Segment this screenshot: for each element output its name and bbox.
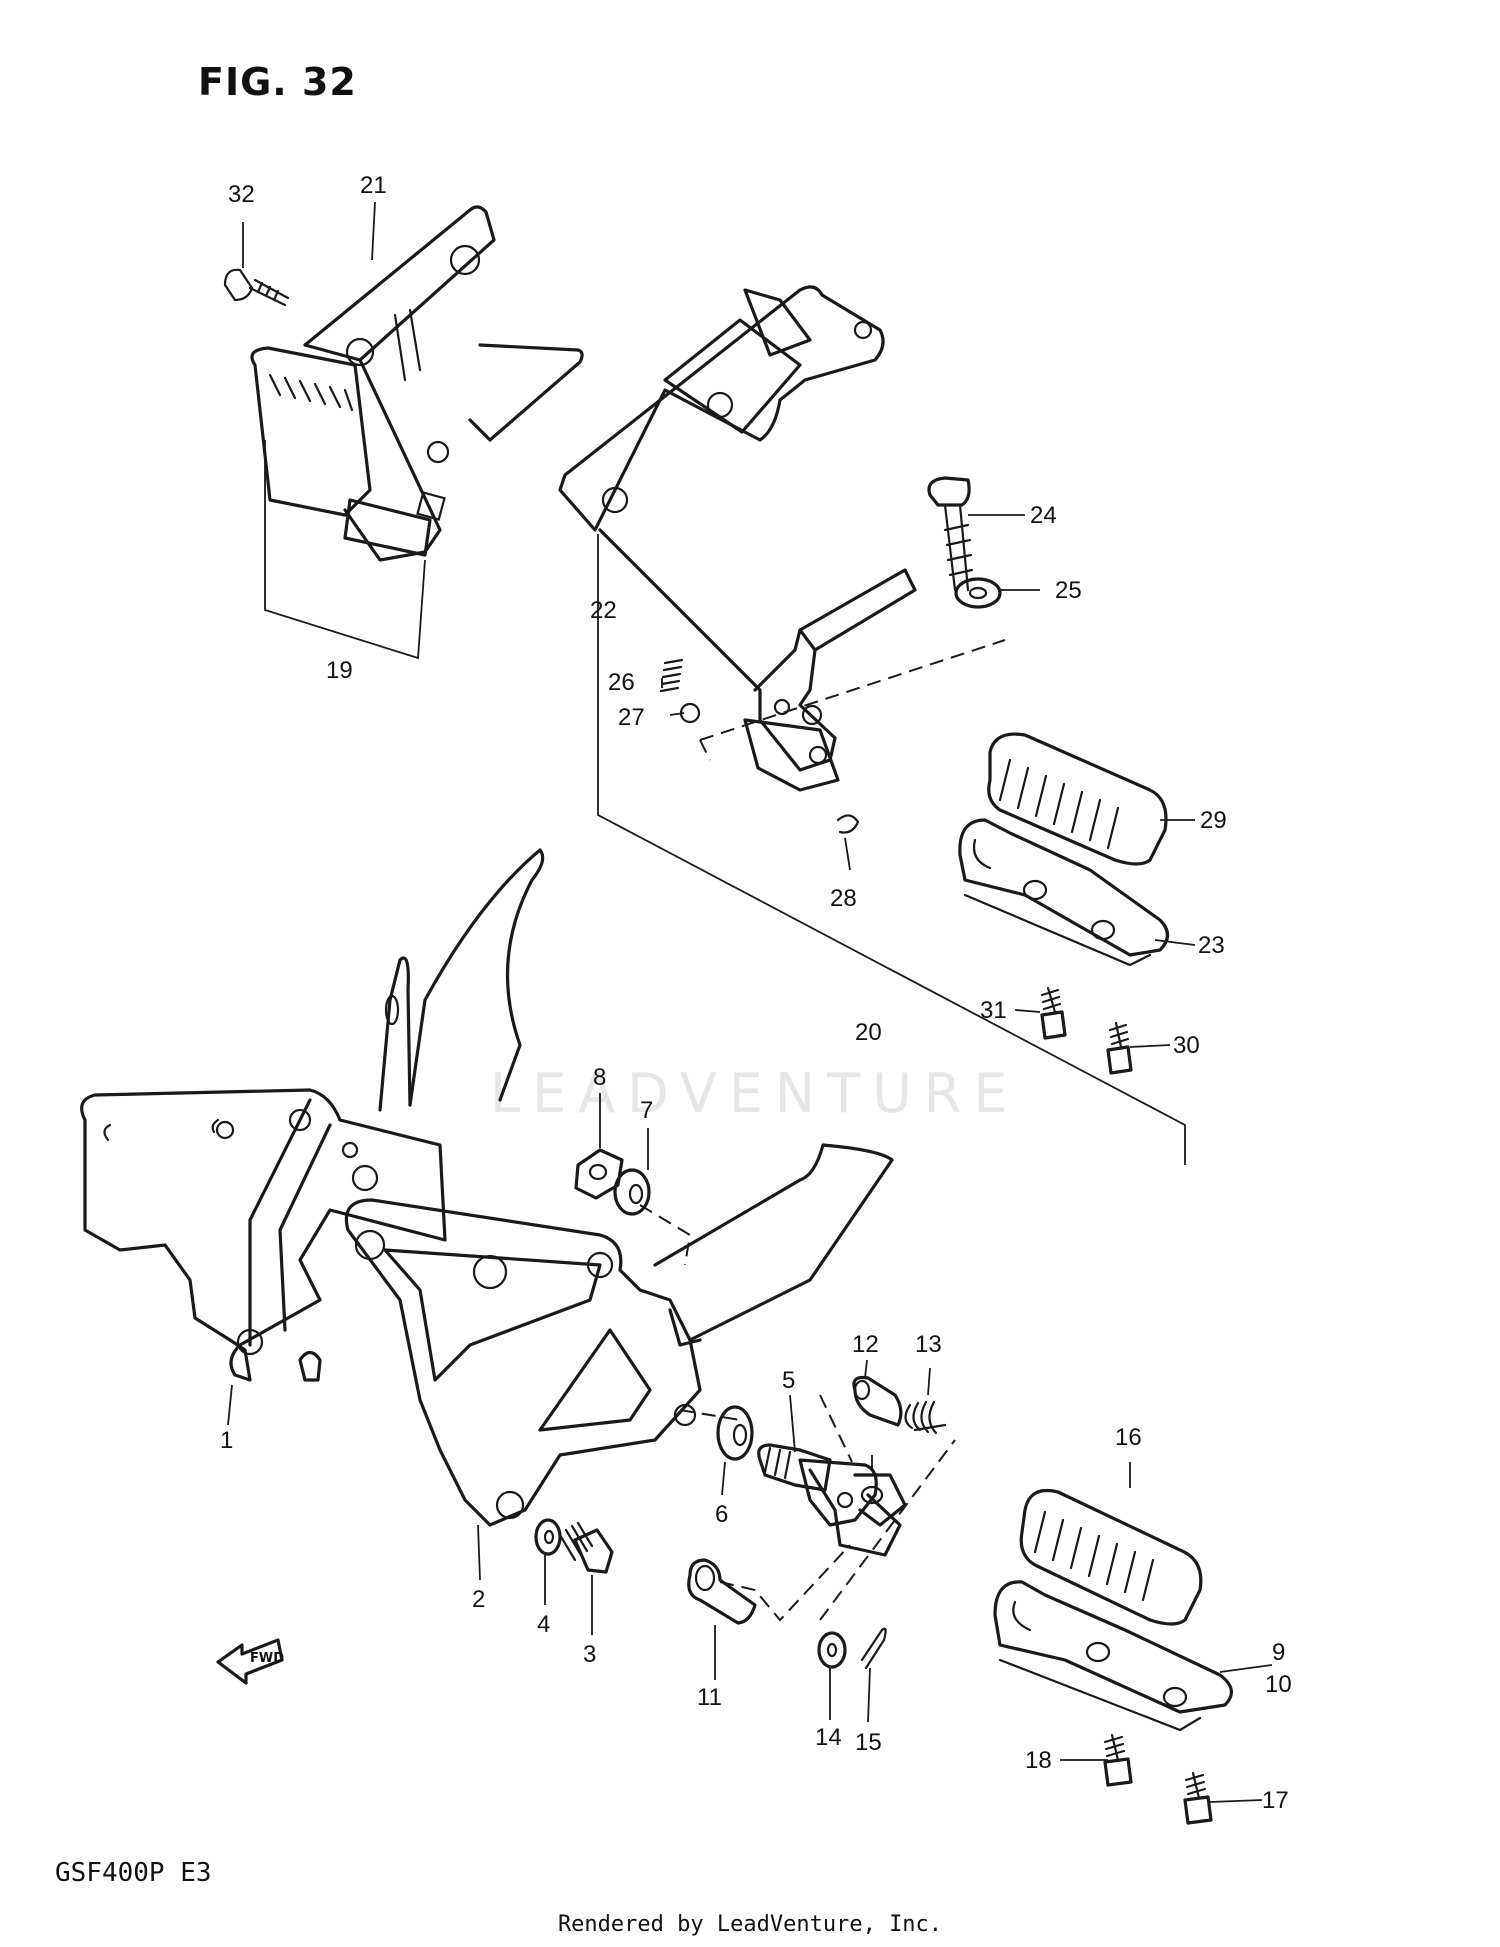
- callout-26: 26: [608, 669, 635, 696]
- callout-8: 8: [593, 1064, 606, 1091]
- callout-6: 6: [715, 1501, 728, 1528]
- callout-30: 30: [1173, 1032, 1200, 1059]
- pivot-hardware: [534, 1148, 956, 1670]
- callout-7: 7: [640, 1097, 653, 1124]
- rear-footrest-assembly-19: [223, 205, 584, 660]
- front-footrest-assembly: [993, 1488, 1233, 1825]
- callout-13: 13: [915, 1331, 942, 1358]
- callout-21: 21: [360, 172, 387, 199]
- watermark-text: LEADVENTURE: [490, 1062, 1020, 1125]
- callout-29: 29: [1200, 807, 1227, 834]
- leader-lines: [227, 201, 1273, 1803]
- callout-20: 20: [855, 1019, 882, 1046]
- front-footrest-bracket-assembly: [80, 848, 894, 1527]
- callout-32: 32: [228, 181, 255, 208]
- callout-labels: 1 2 3 4 5 6 7 8 9 10 11 12 13 14 15 16 1…: [220, 172, 1292, 1814]
- callout-1: 1: [220, 1427, 233, 1454]
- callout-2: 2: [472, 1586, 485, 1613]
- rear-footrest-assembly-20: [558, 285, 1186, 1165]
- render-credit: Rendered by LeadVenture, Inc.: [557, 1912, 943, 1937]
- callout-25: 25: [1055, 577, 1082, 604]
- callout-15: 15: [855, 1729, 882, 1756]
- fwd-arrow-icon: FWD: [216, 1638, 284, 1685]
- callout-23: 23: [1198, 932, 1225, 959]
- callout-10: 10: [1265, 1671, 1292, 1698]
- callout-16: 16: [1115, 1424, 1142, 1451]
- callout-12: 12: [852, 1331, 879, 1358]
- callout-5: 5: [782, 1367, 795, 1394]
- model-code: GSF400P E3: [55, 1858, 212, 1888]
- callout-14: 14: [815, 1724, 842, 1751]
- callout-27: 27: [618, 704, 645, 731]
- callout-28: 28: [830, 885, 857, 912]
- callout-11: 11: [697, 1684, 722, 1711]
- callout-4: 4: [537, 1611, 550, 1638]
- callout-17: 17: [1262, 1787, 1289, 1814]
- figure-title: FIG. 32: [198, 60, 357, 104]
- callout-19: 19: [326, 657, 353, 684]
- callout-24: 24: [1030, 502, 1057, 529]
- fwd-label: FWD: [250, 1651, 284, 1666]
- callout-9: 9: [1272, 1639, 1285, 1666]
- callout-31: 31: [980, 997, 1007, 1024]
- callout-18: 18: [1025, 1747, 1052, 1774]
- callout-3: 3: [583, 1641, 596, 1668]
- callout-22: 22: [590, 597, 617, 624]
